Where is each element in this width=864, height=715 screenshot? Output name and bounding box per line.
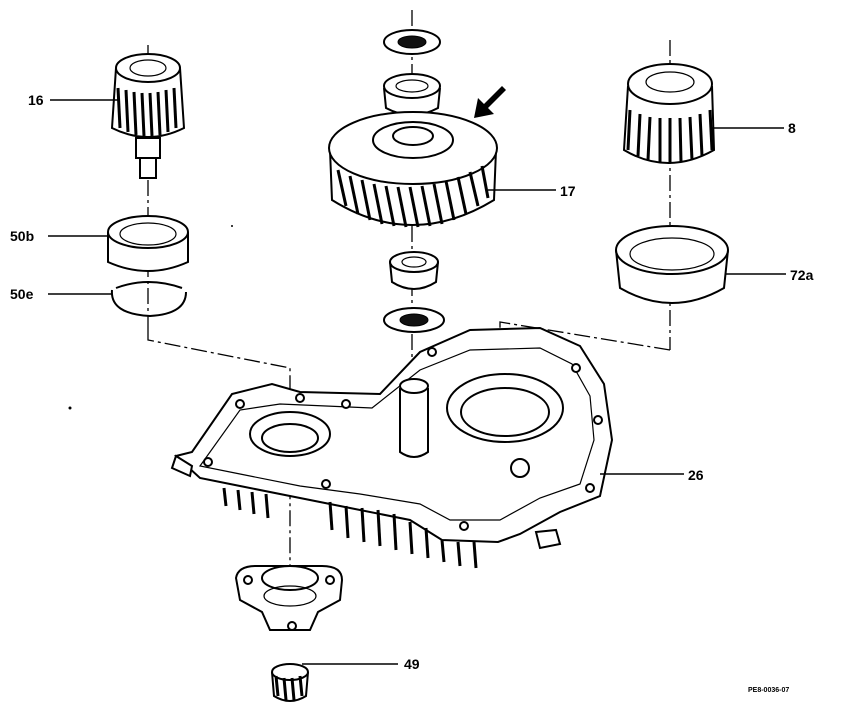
label-part-17: 17 [560, 183, 576, 199]
part-49-small-gear [271, 663, 309, 702]
bottom-flange-cover [234, 565, 344, 631]
part-72a-bearing-race [615, 225, 729, 304]
label-part-72a: 72a [790, 267, 814, 283]
figure-code: PE8-0036-07 [748, 687, 789, 694]
label-part-50b: 50b [10, 228, 34, 244]
part-26-housing [170, 326, 614, 569]
scan-specks [68, 225, 233, 410]
label-part-8: 8 [788, 120, 796, 136]
label-part-49: 49 [404, 656, 420, 672]
direction-arrow-icon [474, 86, 506, 118]
part-16-pinion-shaft [110, 53, 186, 179]
leader-lines [48, 99, 786, 665]
part-50e-circlip [110, 281, 187, 318]
part-17-helical-gear [328, 29, 498, 333]
part-50b-bearing-race [107, 215, 189, 272]
label-part-50e: 50e [10, 286, 34, 302]
part-8-roller-bearing [622, 63, 716, 164]
label-part-26: 26 [688, 467, 704, 483]
label-part-16: 16 [28, 92, 44, 108]
